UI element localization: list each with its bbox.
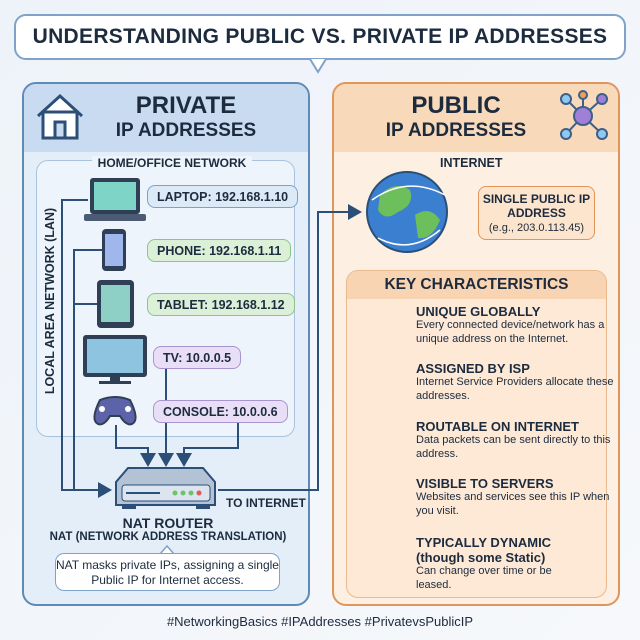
item-text: Data packets can be sent directly to thi… [416, 434, 611, 460]
network-title: HOME/OFFICE NETWORK [92, 156, 252, 170]
nat-note: NAT masks private IPs, assigning a singl… [55, 553, 280, 591]
laptop-icon [84, 178, 146, 221]
item-title: VISIBLE TO SERVERS [416, 476, 554, 491]
public-subheading: IP ADDRESSES [385, 120, 527, 141]
laptop-ip-label: LAPTOP: 192.168.1.10 [147, 185, 299, 208]
house-icon [36, 93, 84, 140]
phone-icon [102, 229, 126, 271]
single-ip-title: SINGLE PUBLIC IP ADDRESS [482, 192, 591, 220]
tablet-icon [97, 280, 134, 328]
item-text: Can change over time or be leased. [416, 565, 552, 591]
console-ip-label: CONSOLE: 10.0.0.6 [153, 400, 288, 423]
single-ip-example: (e.g., 203.0.113.45) [488, 222, 585, 234]
item-title: UNIQUE GLOBALLY [416, 304, 541, 319]
single-public-ip-box: SINGLE PUBLIC IP ADDRESS (e.g., 203.0.113… [478, 186, 595, 240]
tv-ip-label: TV: 10.0.0.5 [153, 346, 242, 369]
router-icon [115, 467, 216, 509]
private-header: PRIVATE IP ADDRESSES [24, 84, 308, 152]
tv-icon [83, 335, 147, 384]
page-title: UNDERSTANDING PUBLIC VS. PRIVATE IP ADDR… [14, 14, 626, 60]
network-icon [560, 90, 608, 140]
to-internet-label: TO INTERNET [226, 496, 306, 510]
private-subheading: IP ADDRESSES [115, 120, 257, 141]
public-heading: PUBLIC [411, 92, 501, 119]
item-title: ASSIGNED BY ISP [416, 361, 530, 376]
phone-ip-label: PHONE: 192.168.1.11 [147, 239, 292, 262]
hashtags: #NetworkingBasics #IPAddresses #Privatev… [166, 614, 474, 629]
item-text: Internet Service Providers allocate thes… [416, 376, 614, 402]
key-characteristics-title: KEY CHARACTERISTICS [347, 271, 606, 299]
item-title: ROUTABLE ON INTERNET [416, 419, 579, 434]
tablet-ip-label: TABLET: 192.168.1.12 [147, 293, 295, 316]
internet-label: INTERNET [440, 156, 503, 170]
router-title: NAT ROUTER [122, 515, 214, 531]
game-controller-icon [93, 396, 137, 426]
item-text: Websites and services see this IP when y… [416, 491, 610, 517]
router-subtitle: NAT (NETWORK ADDRESS TRANSLATION) [49, 531, 287, 543]
characteristic-item: TYPICALLY DYNAMIC (though some Static)Ca… [416, 535, 586, 592]
item-text: Every connected device/network has a uni… [416, 319, 605, 345]
key-characteristics-box: KEY CHARACTERISTICS [346, 270, 607, 598]
private-heading: PRIVATE [135, 92, 237, 119]
item-title: TYPICALLY DYNAMIC (though some Static) [416, 535, 552, 565]
globe-icon [366, 171, 448, 253]
